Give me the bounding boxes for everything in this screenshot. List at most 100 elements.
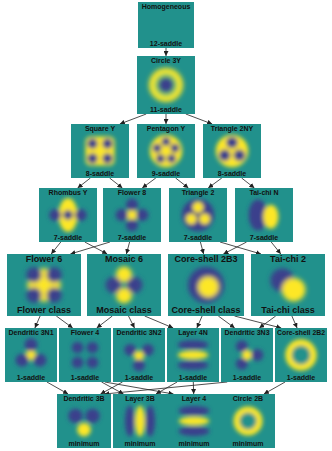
pattern-name: Flower 6 [26,254,63,265]
pattern-type: minimum [178,439,209,448]
pattern-box: Circle 3Y 11-saddle [137,56,195,114]
pattern-type: 1-saddle [179,373,207,382]
pattern-blob [46,267,61,282]
pattern-blob [219,149,231,161]
pattern-box: Dendritic 3N21-saddle [113,328,165,382]
pattern-name: Homogeneous [142,2,191,11]
pattern-ground [87,254,161,316]
pattern-type: 1-saddle [17,373,45,382]
pattern-blob [233,406,262,435]
pattern-name: Tai-chi 2 [270,254,306,265]
pattern-ground [7,254,81,316]
pattern-blob [33,354,46,367]
pattern-ground [167,328,219,382]
pattern-blob [102,153,112,163]
pattern-blob [87,357,99,369]
pattern-type: 1-saddle [125,373,153,382]
class-pattern-box: Tai-chi 2Tai-chi class [251,254,325,316]
pattern-blob [170,144,179,153]
pattern-blob [216,135,248,167]
transition-arrow [264,382,285,394]
pattern-blob [285,339,316,370]
pattern-type: Mosaic class [96,305,152,316]
pattern-blob [102,138,112,148]
pattern-blob [263,205,278,229]
class-pattern-box: Core-shell 2B3Core-shell class [168,254,244,316]
pattern-blob [198,276,219,297]
pattern-blob [125,406,135,437]
transition-arrow [142,178,156,188]
pattern-blob [155,74,178,97]
transition-arrow [47,382,68,394]
transition-arrow [208,178,222,188]
pattern-box: Layer 4N1-saddle [167,328,219,382]
pattern-blob [193,202,204,213]
pattern-box: Homogeneous12-saddle [138,2,194,48]
pattern-name: Dendritic 3B [63,394,104,403]
pattern-type: 11-saddle [150,105,182,114]
pattern-type: 1-saddle [71,373,99,382]
pattern-box: Layer 4minimum [167,394,221,448]
pattern-blob [236,358,248,370]
pattern-blob [85,409,99,423]
pattern-ground [138,2,194,48]
pattern-type: 8-saddle [86,169,114,178]
pattern-name: Dendritic 3N1 [8,328,53,337]
pattern-box: Layer 3Bminimum [113,394,167,448]
transition-arrow [193,382,194,394]
pattern-ground [169,188,227,242]
pattern-blob [142,344,154,356]
pattern-blob [178,361,209,370]
pattern-blob [178,340,209,349]
pattern-name: Circle 2B [233,394,263,403]
pattern-blob [46,287,61,302]
pattern-blob [75,209,87,221]
pattern-blob [135,406,145,437]
pattern-blob [149,68,183,102]
pattern-name: Rhombus Y [49,188,88,197]
pattern-ground [113,394,167,448]
pattern-name: Triangle 2NY [211,124,253,133]
transition-arrow [271,242,281,254]
pattern-ground [275,328,327,382]
class-pattern-box: Mosaic 6Mosaic class [87,254,161,316]
pattern-name: Triangle 2 [182,188,215,197]
pattern-blob [87,342,99,354]
transition-arrow [242,178,255,188]
pattern-blob [199,213,210,224]
pattern-name: Flower 8 [118,188,146,197]
pattern-blob [150,135,182,167]
pattern-image [137,56,195,114]
pattern-blob [179,417,210,426]
pattern-blob [72,357,84,369]
pattern-blob [77,423,91,437]
pattern-name: Dendritic 3N3 [224,328,269,337]
transition-arrow [35,316,40,328]
pattern-type: Flower class [17,305,71,316]
transition-arrow [166,114,167,124]
pattern-blob [63,210,73,220]
transition-arrow [259,316,275,328]
pattern-blob [59,198,78,232]
pattern-blob [145,406,155,437]
pattern-blob [153,144,162,153]
pattern-type: 1-saddle [287,373,315,382]
pattern-name: Circle 3Y [151,56,181,65]
pattern-type: 7-saddle [184,233,212,242]
pattern-ground [71,124,129,178]
transition-arrow [166,48,167,56]
pattern-box: Dendritic 3Bminimum [57,394,111,448]
pattern-blob [25,338,38,351]
pattern-blob [182,199,214,231]
pattern-box: Square Y8-saddle [71,124,129,178]
pattern-name: Pentagon Y [147,124,185,133]
pattern-type: 1-saddle [233,373,261,382]
transition-arrow [145,316,174,328]
pattern-box: Triangle 2 7-saddle [169,188,227,242]
pattern-box: Rhombus Y7-saddle [39,188,97,242]
pattern-blob [26,267,41,282]
pattern-blob [85,136,114,165]
transition-arrow [200,242,203,254]
pattern-blob [126,219,138,231]
